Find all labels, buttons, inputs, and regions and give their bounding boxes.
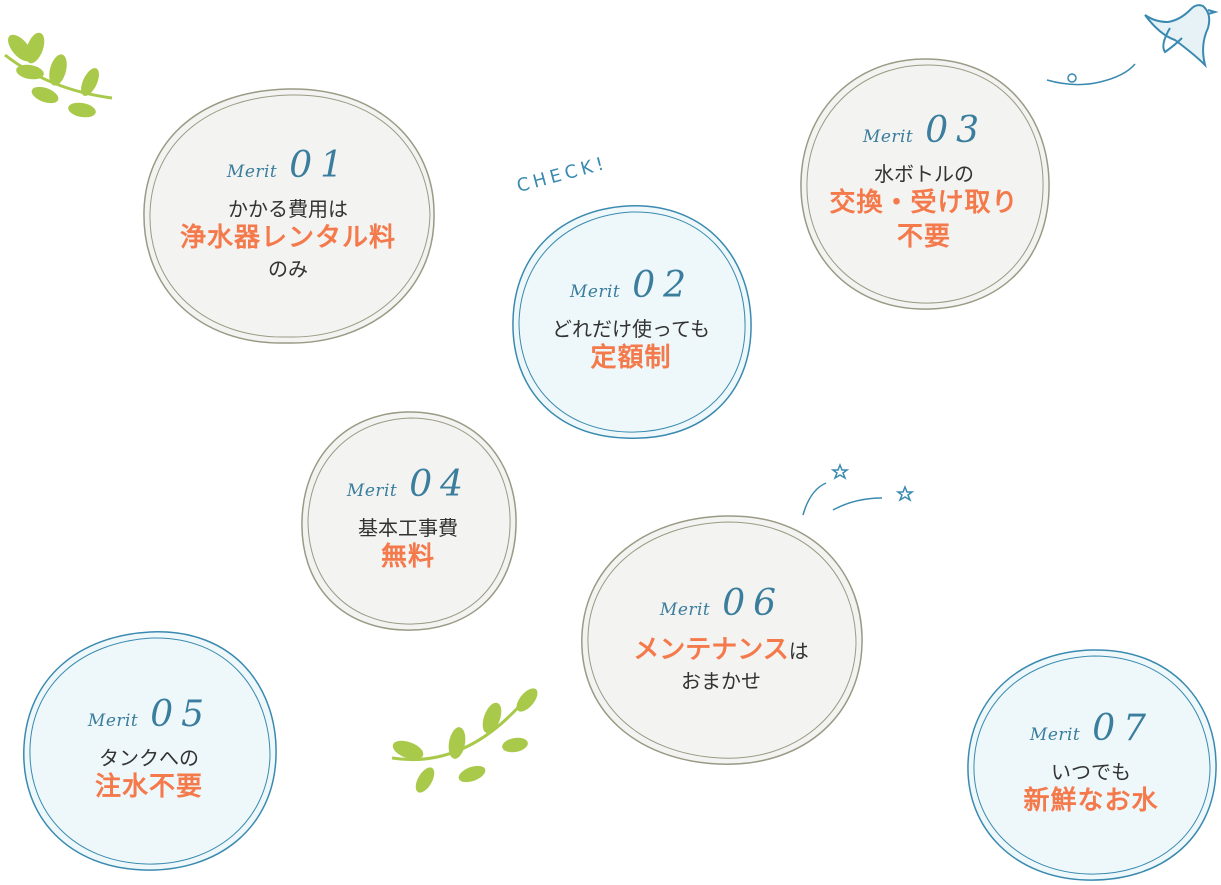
merit-text: おまかせ bbox=[681, 668, 761, 693]
merit-text: 水ボトルの bbox=[874, 162, 974, 187]
merit-number: 04 bbox=[409, 464, 472, 506]
merit-text: 基本工事費 bbox=[358, 516, 458, 541]
merit-highlight: 不要 bbox=[896, 222, 951, 252]
leaf-branch-icon bbox=[4, 32, 113, 118]
flight-path-icon bbox=[1046, 63, 1136, 86]
merit-text: のみ bbox=[268, 256, 308, 281]
merit-text: は bbox=[788, 639, 809, 664]
merit-number: 02 bbox=[632, 265, 695, 307]
merit-text: どれだけ使っても bbox=[552, 317, 710, 342]
sparkle-icon bbox=[802, 462, 915, 516]
merit-label: Merit bbox=[854, 127, 920, 149]
merit-highlight: 無料 bbox=[380, 542, 435, 573]
merit-label: Merit bbox=[338, 481, 404, 503]
merit-text: タンクへの bbox=[99, 746, 199, 771]
merit-label: Merit bbox=[1021, 725, 1087, 747]
merit-label: Merit bbox=[561, 282, 627, 304]
merit-number: 05 bbox=[150, 694, 213, 736]
merit-number: 01 bbox=[289, 145, 352, 187]
merit-highlight: 新鮮なお水 bbox=[1023, 786, 1159, 817]
merit-highlight-line: メンテナンスは bbox=[633, 634, 808, 668]
merit-number: 06 bbox=[722, 583, 785, 625]
merit-label: Merit bbox=[651, 600, 717, 622]
merit-number: 03 bbox=[925, 110, 988, 152]
bird-icon bbox=[1144, 4, 1219, 69]
merit-label: Merit bbox=[79, 711, 145, 733]
check-label: CHECK! bbox=[514, 152, 610, 197]
merit-number: 07 bbox=[1092, 708, 1155, 750]
merit-label: Merit bbox=[218, 162, 284, 184]
merit-highlight: メンテナンス bbox=[633, 635, 789, 666]
merit-highlight: 注水不要 bbox=[94, 772, 203, 803]
merit-text: かかる費用は bbox=[228, 197, 348, 222]
leaf-branch-icon bbox=[391, 688, 538, 793]
merit-highlight: 浄水器レンタル料 bbox=[179, 223, 396, 254]
merit-text: いつでも bbox=[1051, 760, 1131, 785]
merit-highlight: 定額制 bbox=[590, 343, 672, 374]
merit-highlight: 交換・受け取り bbox=[829, 188, 1019, 219]
